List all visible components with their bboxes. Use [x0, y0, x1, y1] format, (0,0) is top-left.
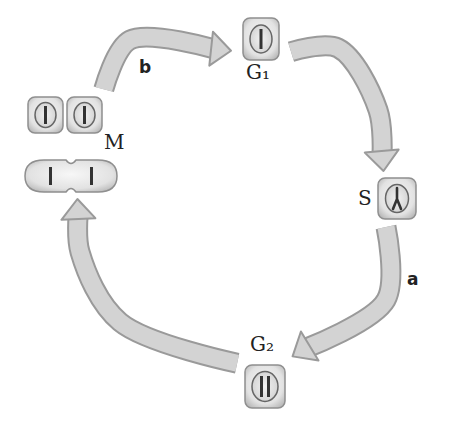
s-cell — [378, 178, 416, 219]
arrow-body — [104, 37, 215, 89]
arrow-head — [365, 150, 399, 171]
arrow-letter: a — [404, 270, 421, 289]
cycle-arrow — [61, 199, 237, 363]
cycle-arrow — [293, 227, 391, 361]
arrow-body — [291, 46, 382, 155]
dividing-cell — [25, 160, 117, 192]
phase-node: G₂ — [240, 334, 290, 412]
phase-label: S — [358, 188, 372, 208]
arrow-body — [78, 215, 238, 363]
arrow-outline — [78, 215, 238, 363]
arrow-head — [209, 32, 231, 66]
arrow-body — [306, 227, 391, 348]
arrow-outline — [104, 37, 215, 89]
arrow-head — [293, 331, 319, 360]
phase-node: M — [22, 92, 127, 196]
arrow-outline — [306, 227, 391, 348]
cycle-arrow — [291, 46, 399, 171]
arrow-letter: b — [136, 58, 154, 77]
phase-label: G₁ — [246, 62, 270, 82]
phase-label: M — [104, 132, 124, 152]
phase-label: G₂ — [250, 334, 274, 354]
phase-node: G₁ — [234, 14, 288, 94]
arrow-outline — [291, 46, 382, 155]
cycle-arrow — [104, 32, 231, 90]
arrow-head — [61, 199, 95, 220]
g2-cell — [245, 365, 285, 408]
phase-node: S — [352, 174, 420, 224]
g1-cell — [243, 18, 279, 60]
m-daughter-cells — [28, 97, 102, 133]
